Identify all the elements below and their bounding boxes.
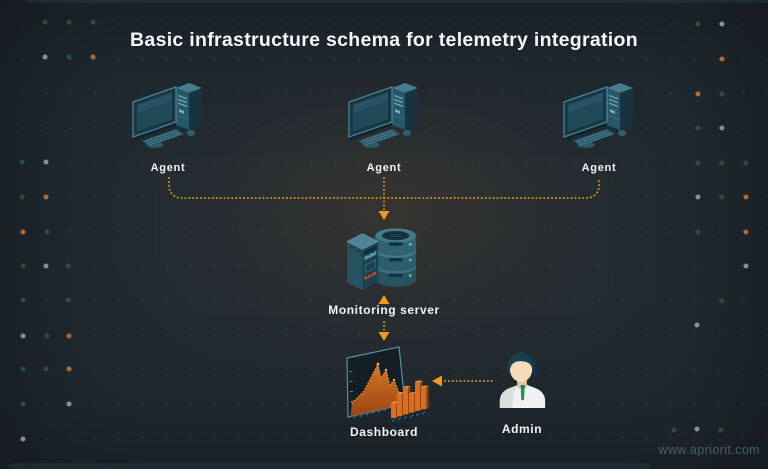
decor-dot [671,427,677,433]
agent-computer-icon [563,83,633,148]
decor-dot [20,297,26,303]
decor-dot [719,298,725,304]
decor-dot [20,229,26,235]
decor-dot [20,333,26,339]
admin-label: Admin [501,422,543,436]
agent-label: Agent [150,162,186,174]
decor-dot [694,322,700,328]
decor-dot [743,229,749,235]
dashboard-label: Dashboard [349,425,419,439]
decor-dot [43,194,49,200]
admin-person-icon [499,352,546,408]
agent-computer-icon [132,83,202,148]
decor-dot [66,366,72,372]
decor-dot [43,263,49,269]
decor-dot [66,19,72,25]
node-agent-1: Agent [120,82,216,174]
top-edge-accent [26,0,768,3]
decor-dot [90,19,96,25]
decor-dot [719,160,725,166]
agent-computer-icon [348,83,418,148]
decor-dot [66,401,72,407]
decor-dot [65,297,71,303]
decor-dot [695,229,701,235]
decor-dot [743,263,749,269]
decor-dot [695,160,701,166]
decor-dot [743,194,749,200]
decor-dot [719,91,725,97]
decor-dot [695,125,701,131]
dashboard-chart-icon [346,346,429,423]
website-url: www.apriorit.com [658,443,760,457]
node-agent-2: Agent [336,82,432,174]
agent-label: Agent [366,162,402,174]
decor-dot [19,159,25,165]
decor-dot [66,54,72,60]
diagram-title: Basic infrastructure schema for telemetr… [130,29,638,51]
decor-dot [20,436,26,442]
decor-dot [718,427,724,433]
node-monitoring-server: Monitoring server [324,222,444,317]
decor-dot [743,160,749,166]
decor-dot [44,333,50,339]
decor-dot [695,91,701,97]
decor-dot [90,54,96,60]
node-dashboard: Dashboard [333,343,435,439]
decor-dot [719,56,725,62]
decor-dot [20,366,26,372]
decor-dot [44,229,50,235]
node-admin: Admin [477,349,567,436]
agents-bus-line [168,177,600,199]
decor-dot [42,54,48,60]
node-agent-3: Agent [551,82,647,174]
decor-dot [42,19,48,25]
decor-dot [43,159,49,165]
monitoring-server-label: Monitoring server [328,303,440,317]
decor-dot [43,366,49,372]
decor-dot [719,194,725,200]
arrow-down-to-dashboard-icon [378,332,390,341]
bottom-edge-accent [8,463,650,469]
decor-dot [19,194,25,200]
decor-dot [694,426,700,432]
decor-dot [20,401,26,407]
decor-dot [20,263,26,269]
decor-dot [719,125,725,131]
agent-label: Agent [581,162,617,174]
decor-dot [695,194,701,200]
decor-dot [695,21,701,27]
monitoring-server-icon [346,228,417,291]
decor-dot [719,21,725,27]
decor-dot [66,333,72,339]
decor-dot [65,263,71,269]
arrow-down-to-server-icon [378,211,390,220]
